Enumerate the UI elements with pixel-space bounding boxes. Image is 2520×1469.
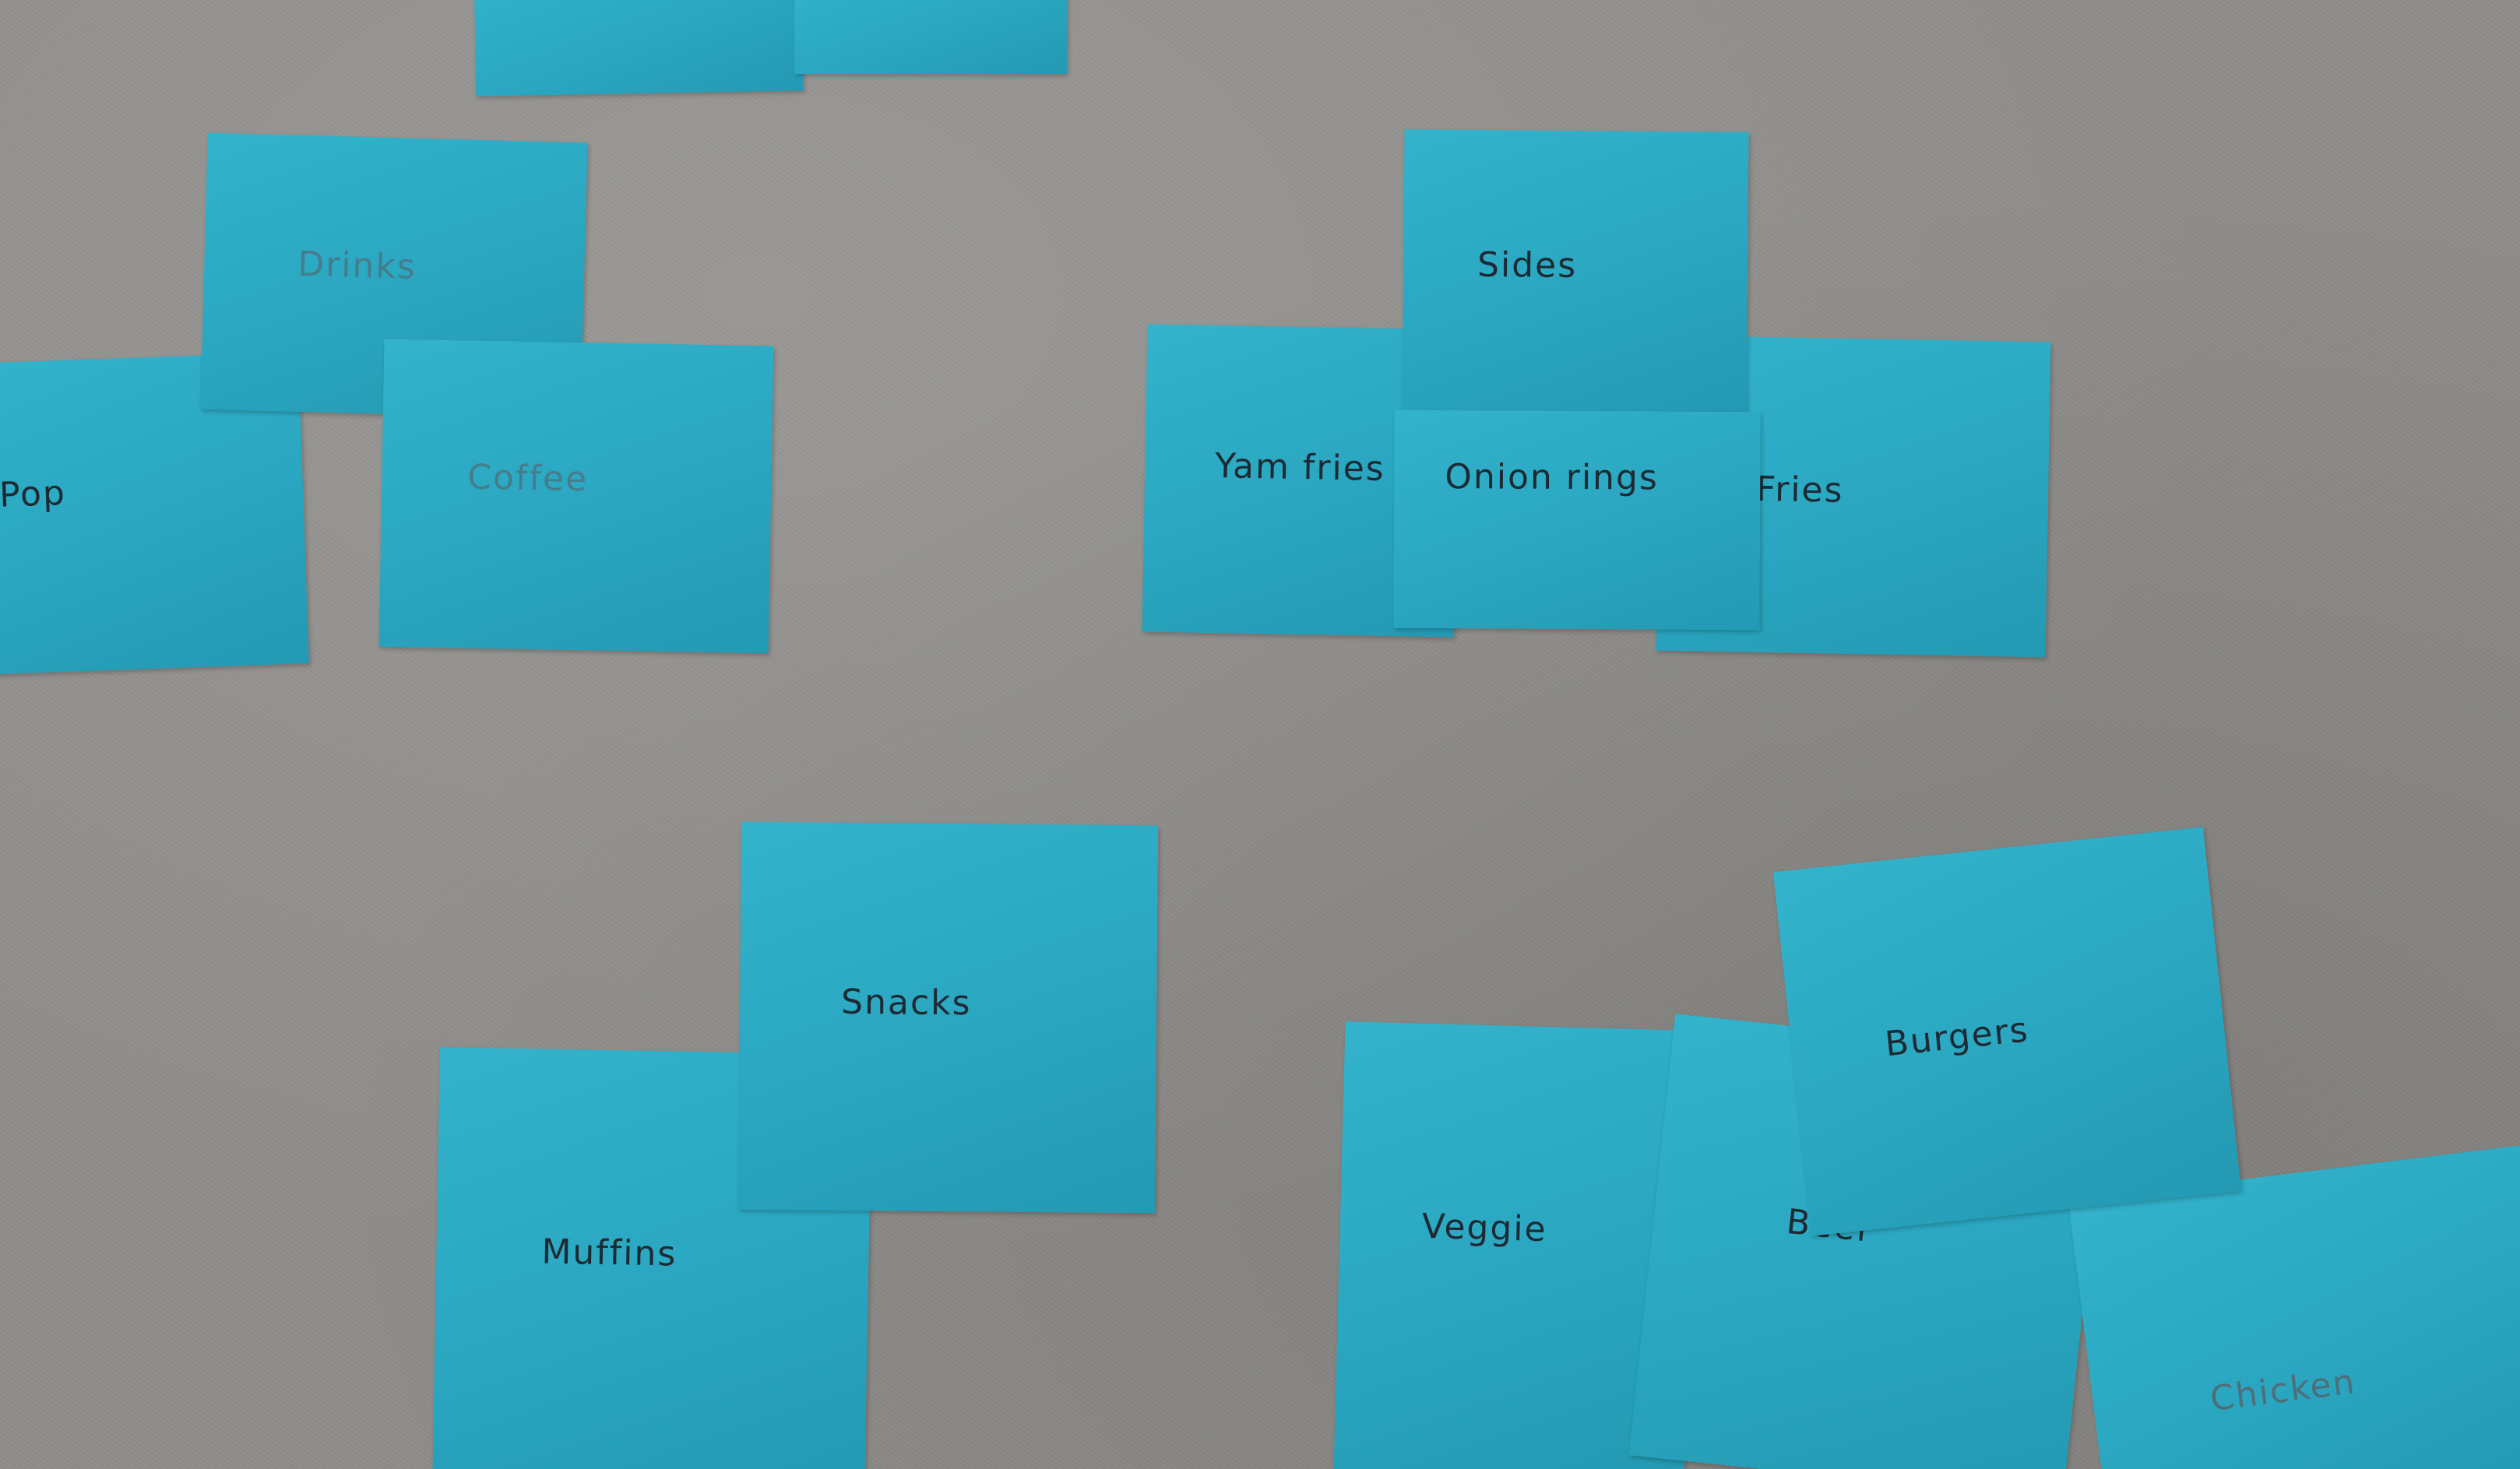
note-text: Pop	[0, 473, 67, 515]
note-text: Muffins	[541, 1232, 678, 1274]
note-text: Onion rings	[1445, 457, 1659, 498]
note-text: Burgers	[1883, 1010, 2031, 1065]
note-text: Sides	[1476, 244, 1578, 286]
note-text: Snacks	[840, 982, 972, 1024]
sticky-note-sides: Sides	[1402, 129, 1749, 414]
sticky-note-snacks: Snacks	[737, 821, 1159, 1214]
note-text: Chicken	[2208, 1362, 2359, 1420]
blank-sticky-note	[794, 0, 1067, 74]
note-text: Fries	[1755, 469, 1844, 511]
sticky-note-onion-rings: Onion rings	[1393, 409, 1761, 631]
note-text: Drinks	[297, 244, 417, 287]
blank-sticky-note	[473, 0, 804, 97]
sticky-note-coffee: Coffee	[378, 339, 774, 654]
note-text: Veggie	[1421, 1206, 1548, 1250]
note-text: Coffee	[466, 457, 589, 500]
sticky-note-burgers: Burgers	[1772, 827, 2242, 1236]
note-text: Yam fries	[1214, 446, 1386, 489]
